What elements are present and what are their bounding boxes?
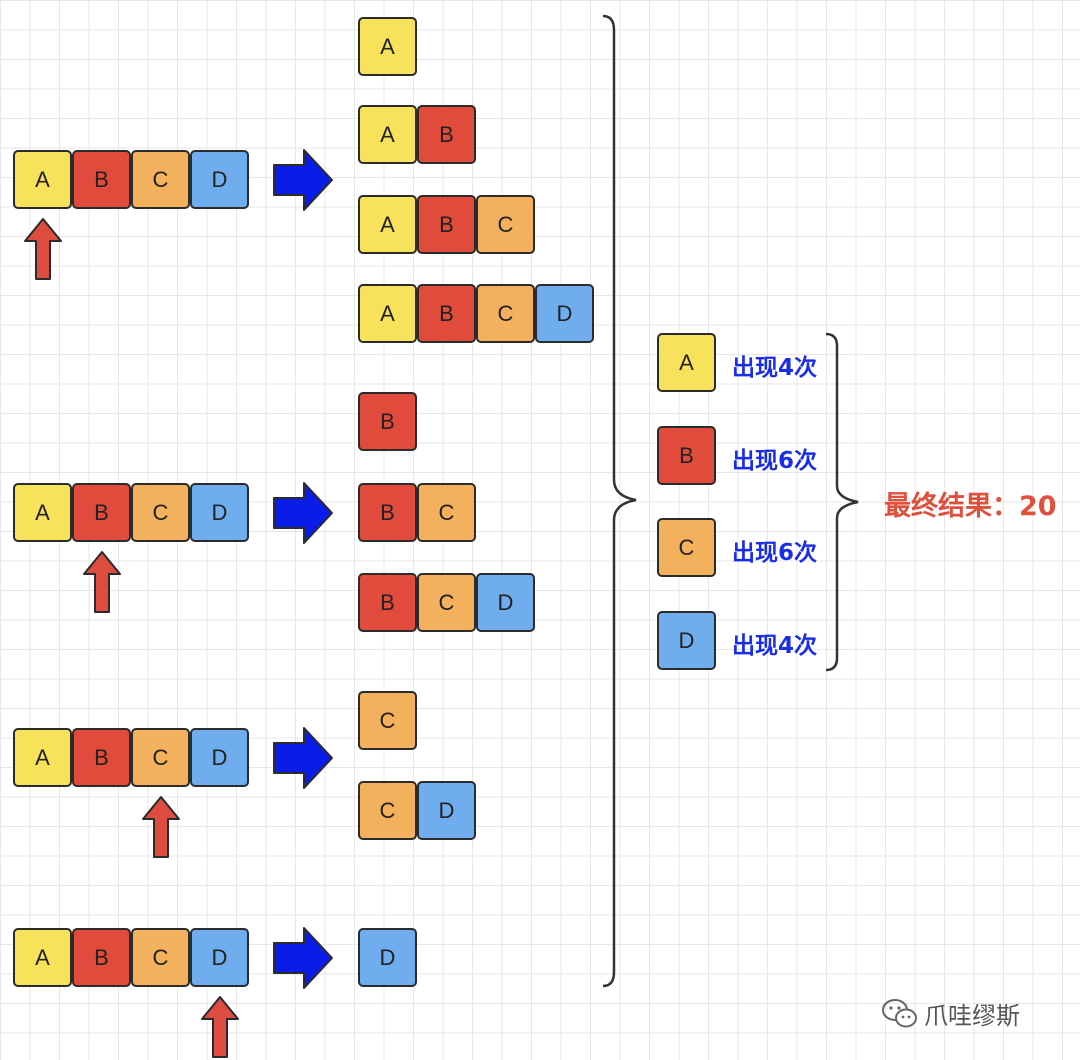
up-arrow-icon (200, 996, 239, 1058)
final-result: 最终结果：20 (884, 491, 1057, 522)
source-cell-b: B (72, 928, 131, 987)
subarray-cell-d: D (358, 928, 417, 987)
subarray-cell-c: C (358, 691, 417, 750)
source-cell-a: A (13, 728, 72, 787)
subarray-cell-c: C (476, 284, 535, 343)
source-cell-d: D (190, 728, 249, 787)
subarray-cell-a: A (358, 284, 417, 343)
right-arrow-icon (273, 148, 333, 211)
subarray-cell-d: D (417, 781, 476, 840)
source-cell-c: C (131, 928, 190, 987)
count-label-b: 出现6次 (732, 448, 818, 474)
big-brace (602, 14, 637, 988)
up-arrow-icon (23, 218, 62, 280)
source-cell-d: D (190, 928, 249, 987)
count-cell-b: B (657, 426, 716, 485)
source-cell-c: C (131, 150, 190, 209)
source-cell-c: C (131, 728, 190, 787)
subarray-cell-d: D (476, 573, 535, 632)
source-cell-a: A (13, 928, 72, 987)
watermark: 爪哇缪斯 (880, 996, 1020, 1031)
count-label-c: 出现6次 (732, 540, 818, 566)
source-cell-a: A (13, 150, 72, 209)
count-cell-a: A (657, 333, 716, 392)
subarray-cell-a: A (358, 105, 417, 164)
count-label-d: 出现4次 (732, 633, 818, 659)
small-brace (825, 332, 859, 672)
source-cell-d: D (190, 483, 249, 542)
source-cell-a: A (13, 483, 72, 542)
subarray-cell-a: A (358, 17, 417, 76)
wechat-icon (882, 998, 917, 1027)
right-arrow-icon (273, 726, 333, 789)
subarray-cell-c: C (476, 195, 535, 254)
subarray-cell-b: B (358, 483, 417, 542)
subarray-cell-c: C (417, 573, 476, 632)
watermark-text: 爪哇缪斯 (924, 1002, 1020, 1030)
source-cell-c: C (131, 483, 190, 542)
subarray-cell-d: D (535, 284, 594, 343)
subarray-cell-c: C (417, 483, 476, 542)
up-arrow-icon (141, 796, 180, 858)
source-cell-d: D (190, 150, 249, 209)
subarray-cell-c: C (358, 781, 417, 840)
subarray-cell-b: B (417, 195, 476, 254)
subarray-cell-b: B (358, 392, 417, 451)
subarray-cell-b: B (417, 284, 476, 343)
subarray-cell-b: B (358, 573, 417, 632)
source-cell-b: B (72, 728, 131, 787)
subarray-cell-b: B (417, 105, 476, 164)
count-label-a: 出现4次 (732, 355, 818, 381)
right-arrow-icon (273, 481, 333, 544)
source-cell-b: B (72, 483, 131, 542)
count-cell-d: D (657, 611, 716, 670)
subarray-cell-a: A (358, 195, 417, 254)
source-cell-b: B (72, 150, 131, 209)
right-arrow-icon (273, 926, 333, 989)
up-arrow-icon (82, 551, 121, 613)
count-cell-c: C (657, 518, 716, 577)
